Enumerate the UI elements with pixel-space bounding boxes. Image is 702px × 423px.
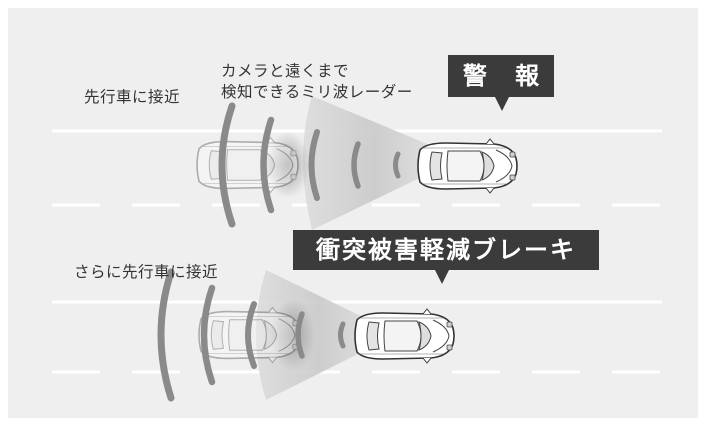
radar-caption: カメラと遠くまで 検知できるミリ波レーダー — [221, 61, 413, 103]
scene2-left-caption: さらに先行車に接近 — [74, 263, 219, 281]
brake-callout: 衝突被害軽減ブレーキ — [293, 230, 599, 284]
scene-1 — [52, 96, 662, 230]
radar-caption-line1: カメラと遠くまで — [221, 62, 350, 80]
scene-2 — [52, 268, 662, 402]
alert-callout: 警 報 — [448, 55, 554, 111]
scene1-left-caption: 先行車に接近 — [84, 88, 181, 106]
scene-graphics — [52, 96, 662, 402]
radar-caption-line2: 検知できるミリ波レーダー — [221, 83, 413, 101]
diagram-panel: 先行車に接近 カメラと遠くまで 検知できるミリ波レーダー さらに先行車に接近 — [8, 8, 698, 418]
radar-beam — [303, 96, 461, 230]
lead-car-icon — [196, 136, 299, 194]
own-car-icon — [417, 138, 518, 194]
radar-wave-icon — [157, 268, 346, 402]
radar-wave-icon — [218, 102, 401, 228]
own-car-icon — [354, 308, 455, 364]
